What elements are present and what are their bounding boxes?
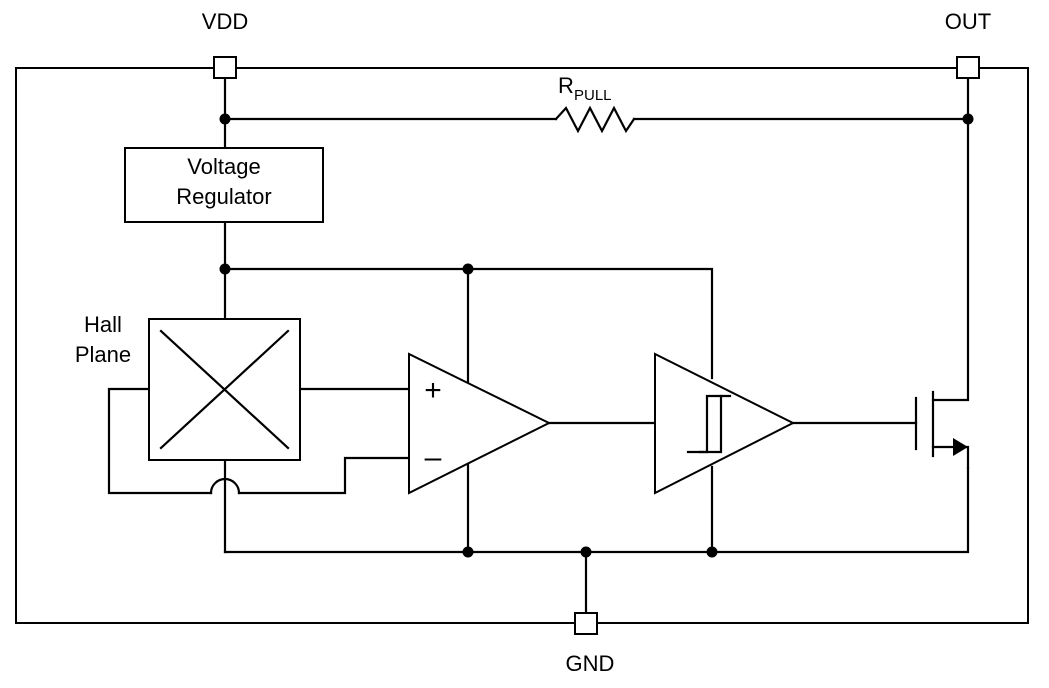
junction-gnd-amp	[462, 546, 474, 558]
regulator-label-line2: Regulator	[176, 184, 271, 209]
amplifier-minus: –	[425, 441, 442, 474]
pin-label-vdd: VDD	[202, 9, 248, 34]
resistor-rpull	[554, 105, 636, 134]
wire-hall-minus-loop	[107, 387, 213, 495]
wire-hall-minus-to-amp	[237, 456, 411, 495]
wire-out-drain	[931, 117, 970, 402]
junction-supply-amp	[462, 263, 474, 275]
pin-vdd	[213, 56, 237, 79]
regulator-label-line1: Voltage	[187, 154, 260, 179]
junction-vdd	[219, 113, 231, 125]
schmitt-trigger-triangle	[654, 352, 796, 495]
amplifier-plus: +	[424, 374, 442, 407]
amplifier-triangle	[408, 352, 552, 495]
junction-supply-left	[219, 263, 231, 275]
voltage-regulator-block	[124, 147, 324, 223]
pin-out	[956, 56, 980, 79]
pin-label-gnd: GND	[566, 651, 615, 676]
resistor-label-main: R	[558, 73, 574, 98]
nmos-transistor	[914, 390, 970, 470]
hall-plane-cross-2	[159, 329, 290, 450]
hall-label-line1: Hall	[84, 312, 122, 337]
package-outline	[15, 67, 1029, 624]
hall-label-line2: Plane	[75, 342, 131, 367]
junction-gnd-schmitt	[706, 546, 718, 558]
hysteresis-icon	[686, 394, 732, 454]
hysteresis-icon-2	[698, 394, 723, 454]
wire-gnd-rail	[223, 466, 970, 554]
wire-internal-supply	[223, 267, 714, 380]
pin-label-out: OUT	[945, 9, 991, 34]
junction-out	[962, 113, 974, 125]
junction-gnd-pin	[580, 546, 592, 558]
resistor-label-sub: PULL	[574, 87, 612, 104]
pin-gnd	[574, 612, 598, 635]
